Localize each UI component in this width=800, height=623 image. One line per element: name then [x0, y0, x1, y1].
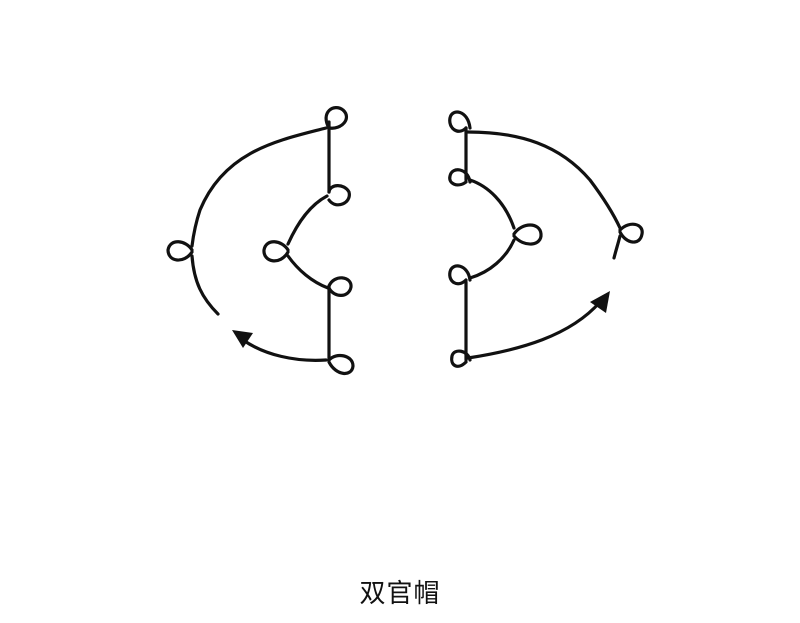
right-arrow-curve: [466, 300, 602, 360]
right-picot-upper: [448, 168, 472, 187]
right-branch-lower: [468, 238, 516, 280]
left-picot-lower: [327, 276, 353, 297]
left-picot-top: [324, 106, 349, 130]
right-outer-arc-tail: [612, 234, 622, 260]
left-picot-upper: [327, 184, 351, 207]
right-outer-arc: [466, 130, 622, 230]
left-half: [166, 106, 355, 375]
right-picot-outer: [618, 222, 644, 244]
left-picot-middle: [262, 240, 290, 263]
right-picot-middle: [512, 223, 543, 246]
left-picot-bottom: [327, 353, 355, 375]
right-half: [448, 110, 644, 368]
left-outer-arc: [190, 126, 328, 248]
right-arrowhead: [590, 291, 610, 313]
left-outer-arc-tail: [190, 254, 220, 316]
right-branch-upper: [468, 178, 516, 230]
left-branch-upper: [286, 194, 329, 246]
diagram-caption: 双官帽: [359, 579, 441, 609]
right-picot-lower: [448, 264, 472, 286]
right-picot-top: [448, 110, 472, 133]
left-branch-lower: [286, 254, 330, 290]
left-arrowhead: [232, 330, 253, 348]
left-picot-outer: [166, 240, 194, 262]
right-picot-bottom: [450, 349, 472, 368]
left-arrow-curve: [241, 338, 328, 362]
